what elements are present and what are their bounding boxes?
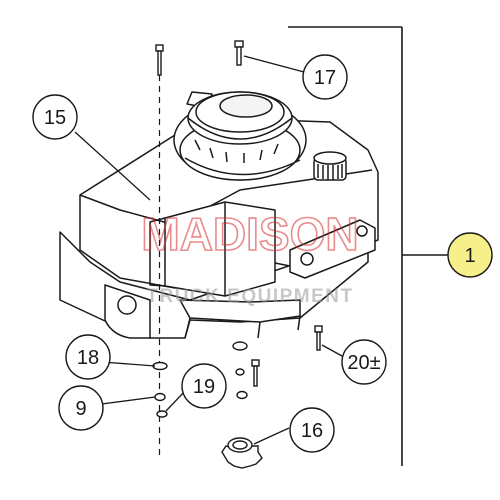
callout-20-label: 20± [347, 352, 380, 374]
callout-1-label: 1 [464, 245, 475, 267]
callout-17-label: 17 [314, 67, 336, 89]
callout-9: 9 [58, 385, 104, 431]
nut-lower [236, 390, 248, 400]
leader-lines [74, 55, 343, 445]
callout-18: 18 [65, 334, 111, 380]
callout-1: 1 [447, 232, 493, 278]
callout-19-label: 19 [193, 376, 215, 398]
callout-9-label: 9 [75, 398, 86, 420]
fuel-cap [313, 151, 347, 181]
callout-15: 15 [32, 94, 78, 140]
callout-15-label: 15 [44, 107, 66, 129]
callout-20: 20± [341, 339, 387, 385]
bolt-17 [234, 40, 244, 66]
washer-top [232, 341, 248, 351]
crankshaft-end [117, 295, 137, 315]
watermark: MADISON TRUCK EQUIPMENT [141, 207, 360, 307]
callout-17: 17 [302, 54, 348, 100]
callout-18-label: 18 [77, 347, 99, 369]
callout-16: 16 [289, 407, 335, 453]
callout-1-highlight [447, 232, 493, 278]
nut-center [235, 368, 245, 376]
nut-9 [154, 392, 166, 402]
side-cover-bolt-2 [356, 225, 368, 237]
bolt-center [251, 359, 260, 387]
watermark-line2: TRUCK EQUIPMENT [146, 286, 353, 307]
callout-19: 19 [181, 363, 227, 409]
bolt-20 [314, 325, 323, 351]
watermark-line1: MADISON [141, 208, 358, 260]
callout-16-label: 16 [301, 420, 323, 442]
sprocket-16 [221, 437, 263, 469]
washer-19 [156, 410, 168, 418]
engine-assembly [59, 91, 379, 339]
assembly-bracket [288, 26, 448, 466]
side-cover-bolt [300, 252, 314, 266]
washer-18 [152, 361, 168, 371]
